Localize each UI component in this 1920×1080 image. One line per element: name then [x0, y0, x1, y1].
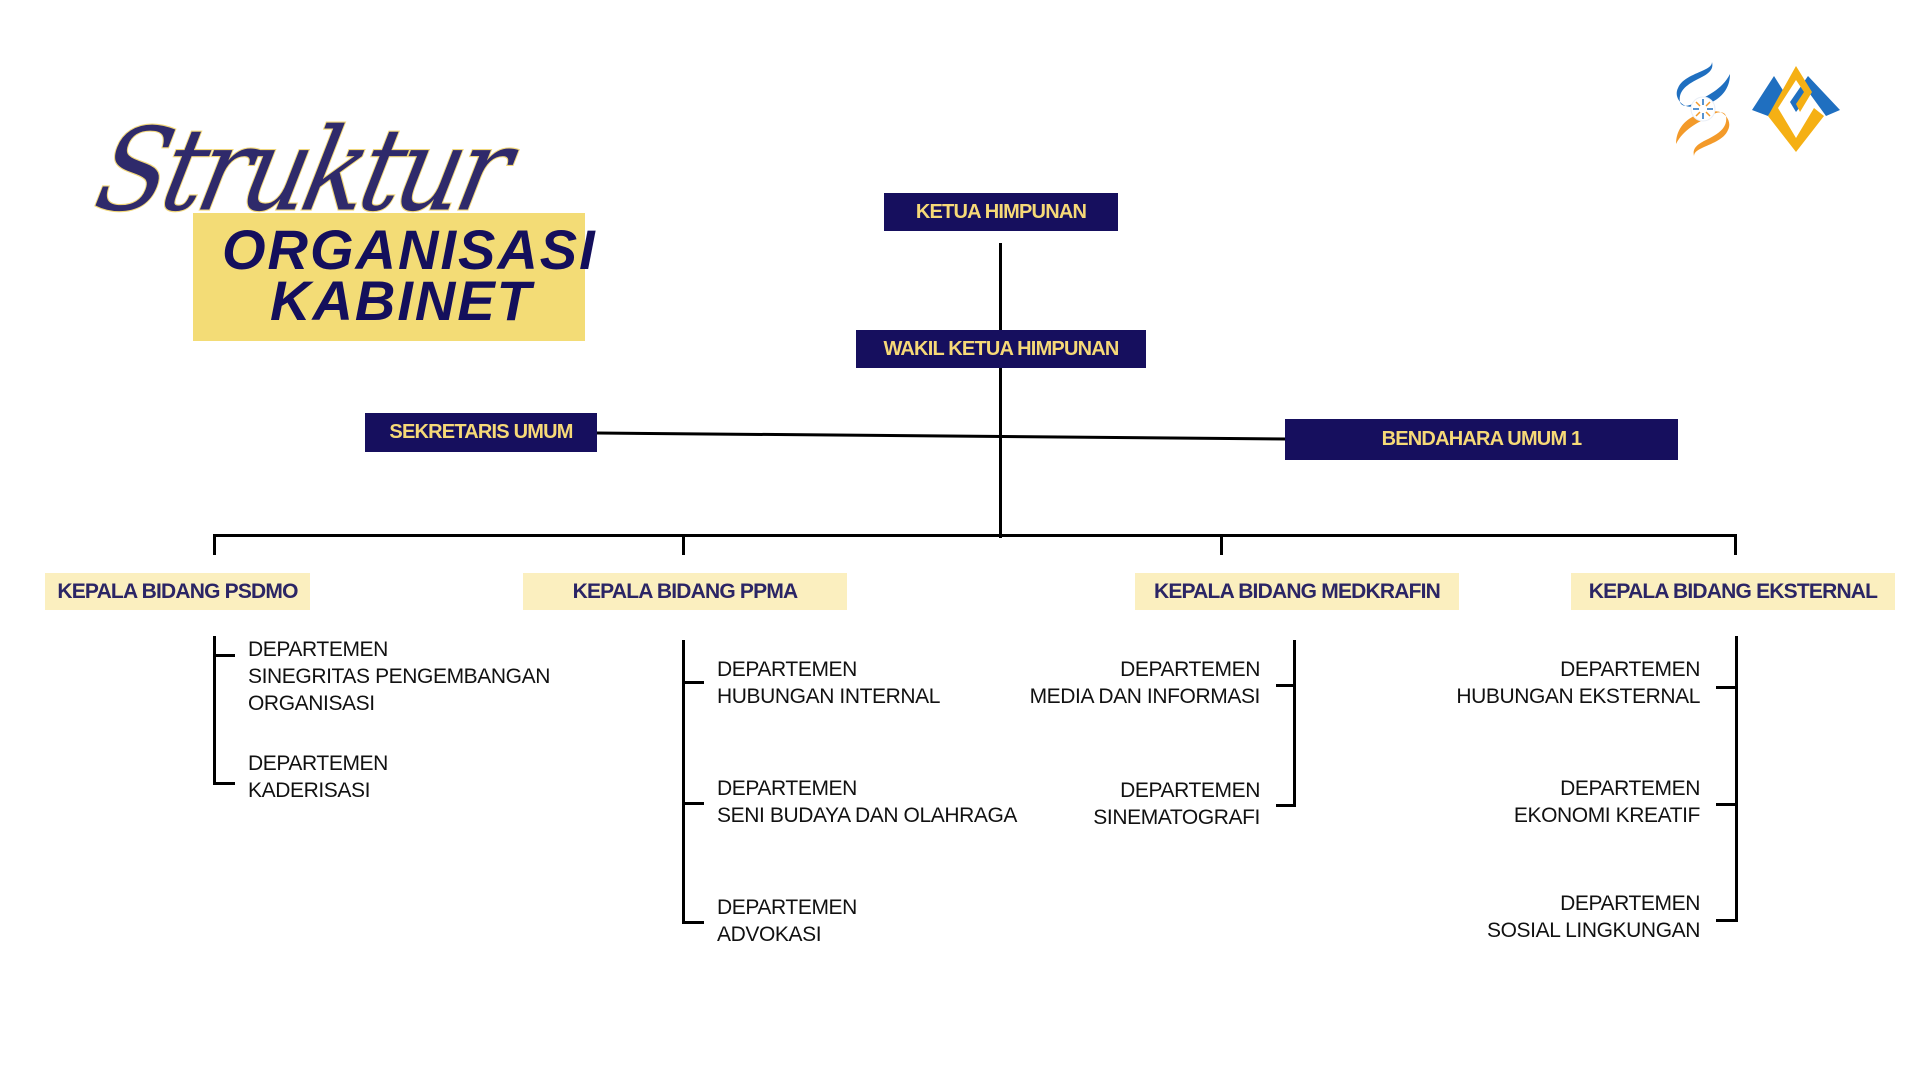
- bracket-tick: [1276, 684, 1296, 687]
- bracket-ppma: [682, 640, 685, 924]
- title-highlight-box: [193, 213, 585, 341]
- connector-sekretaris-bendahara: [597, 431, 1287, 441]
- bracket-tick: [213, 654, 235, 657]
- department-sinematografi: DEPARTEMEN SINEMATOGRAFI: [1093, 779, 1260, 829]
- connector-ketua-wakil: [999, 243, 1002, 330]
- title-line-organisasi: ORGANISASI: [222, 218, 597, 281]
- department-seni-budaya: DEPARTEMEN SENI BUDAYA DAN OLAHRAGA: [717, 777, 1018, 827]
- m-mountain-logo-icon: [1752, 66, 1840, 152]
- department-media-informasi: DEPARTEMEN MEDIA DAN INFORMASI: [1029, 658, 1261, 708]
- s-flame-logo-icon: [1676, 62, 1730, 156]
- bracket-tick: [1716, 919, 1738, 922]
- connector-trunk: [999, 368, 1002, 538]
- bracket-tick: [682, 681, 704, 684]
- connector-tick-psdmo: [213, 534, 216, 555]
- head-medkrafin: KEPALA BIDANG MEDKRAFIN: [1135, 573, 1459, 610]
- bracket-tick: [682, 921, 704, 924]
- connector-tick-ppma: [682, 534, 685, 555]
- connector-tick-medkrafin: [1220, 534, 1223, 555]
- title-script: Struktur: [85, 102, 519, 238]
- head-ppma: KEPALA BIDANG PPMA: [523, 573, 847, 610]
- department-advokasi: DEPARTEMEN ADVOKASI: [717, 896, 857, 946]
- bracket-tick: [682, 802, 704, 805]
- department-ekonomi-kreatif: DEPARTEMEN EKONOMI KREATIF: [1513, 777, 1701, 827]
- department-sosial-lingkungan: DEPARTEMEN SOSIAL LINGKUNGAN: [1487, 892, 1700, 942]
- bracket-eksternal: [1735, 636, 1738, 922]
- bracket-tick: [1276, 804, 1296, 807]
- connector-bus: [213, 534, 1737, 537]
- bracket-tick: [1716, 803, 1738, 806]
- department-sinegritas: DEPARTEMEN SINEGRITAS PENGEMBANGAN ORGAN…: [248, 638, 550, 715]
- department-hubungan-eksternal: DEPARTEMEN HUBUNGAN EKSTERNAL: [1456, 658, 1700, 708]
- bracket-medkrafin: [1293, 640, 1296, 807]
- sekretaris-umum-box: SEKRETARIS UMUM: [365, 413, 597, 452]
- bracket-tick: [1716, 686, 1738, 689]
- department-kaderisasi: DEPARTEMEN KADERISASI: [248, 752, 388, 802]
- bracket-tick: [213, 782, 235, 785]
- bracket-psdmo: [213, 636, 216, 785]
- head-eksternal: KEPALA BIDANG EKSTERNAL: [1571, 573, 1895, 610]
- title-line-kabinet: KABINET: [270, 269, 533, 332]
- ketua-himpunan-box: KETUA HIMPUNAN: [884, 193, 1118, 231]
- connector-tick-eksternal: [1734, 534, 1737, 555]
- department-hubungan-internal: DEPARTEMEN HUBUNGAN INTERNAL: [717, 658, 941, 708]
- bendahara-umum-box: BENDAHARA UMUM 1: [1285, 419, 1678, 460]
- wakil-ketua-box: WAKIL KETUA HIMPUNAN: [856, 330, 1146, 368]
- head-psdmo: KEPALA BIDANG PSDMO: [45, 573, 310, 610]
